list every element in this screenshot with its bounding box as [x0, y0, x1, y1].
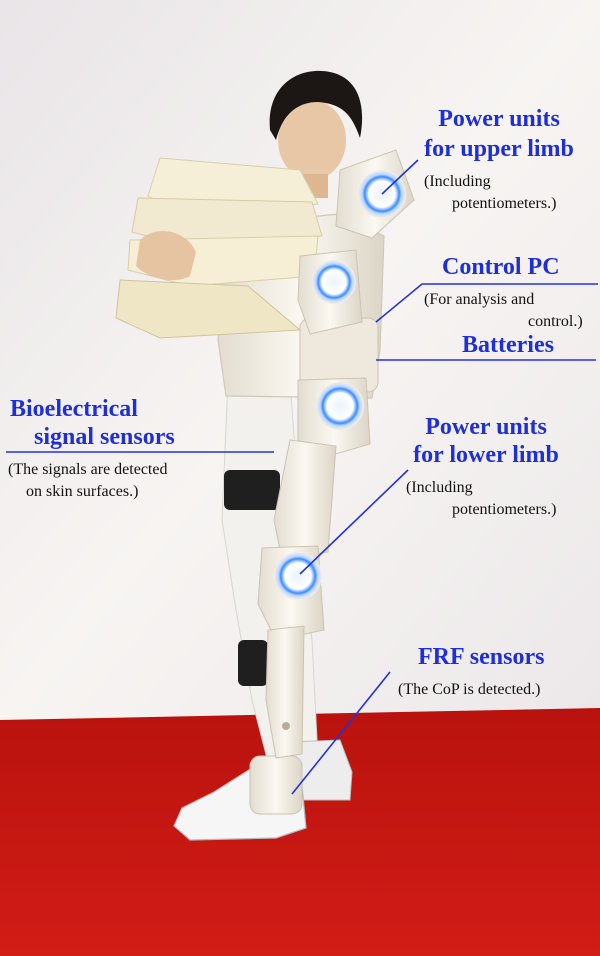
label-bio-sensors-1: Bioelectrical — [10, 396, 138, 422]
note-upper-limb-2: potentiometers.) — [452, 195, 557, 212]
note-lower-limb-1: (Including — [406, 479, 473, 496]
note-bio-sensors-2: on skin surfaces.) — [26, 483, 139, 500]
shin-strap — [238, 640, 268, 686]
leader-control-pc — [375, 283, 598, 323]
shoe-sensor-pad — [249, 755, 303, 815]
elbow-joint — [312, 260, 356, 304]
note-frf-sensors: (The CoP is detected.) — [398, 681, 541, 698]
hip-joint — [316, 382, 364, 430]
label-control-pc: Control PC — [442, 254, 560, 280]
note-control-pc-1: (For analysis and — [424, 291, 535, 308]
ankle-bolt — [282, 722, 290, 730]
face — [278, 100, 346, 180]
label-upper-limb-1: Power units — [438, 106, 560, 132]
shin-shell — [265, 625, 305, 759]
label-frf-sensors: FRF sensors — [418, 644, 545, 670]
thigh-strap — [224, 470, 280, 510]
red-floor — [0, 708, 600, 956]
note-lower-limb-2: potentiometers.) — [452, 501, 557, 518]
rice-bag-4 — [115, 279, 302, 339]
hair — [269, 70, 363, 140]
leader-upper-limb — [381, 159, 419, 195]
arm — [136, 230, 196, 281]
note-control-pc-2: control.) — [528, 313, 583, 330]
label-lower-limb-1: Power units — [425, 414, 547, 440]
note-bio-sensors-1: (The signals are detected — [8, 461, 168, 478]
label-batteries: Batteries — [462, 332, 554, 358]
leader-lines — [6, 159, 598, 795]
leader-frf — [291, 671, 391, 795]
note-upper-limb-1: (Including — [424, 173, 491, 190]
label-lower-limb-2: for lower limb — [413, 442, 559, 468]
label-upper-limb-2: for upper limb — [424, 136, 574, 162]
label-bio-sensors-2: signal sensors — [34, 424, 175, 450]
leader-lower-limb — [299, 469, 409, 575]
